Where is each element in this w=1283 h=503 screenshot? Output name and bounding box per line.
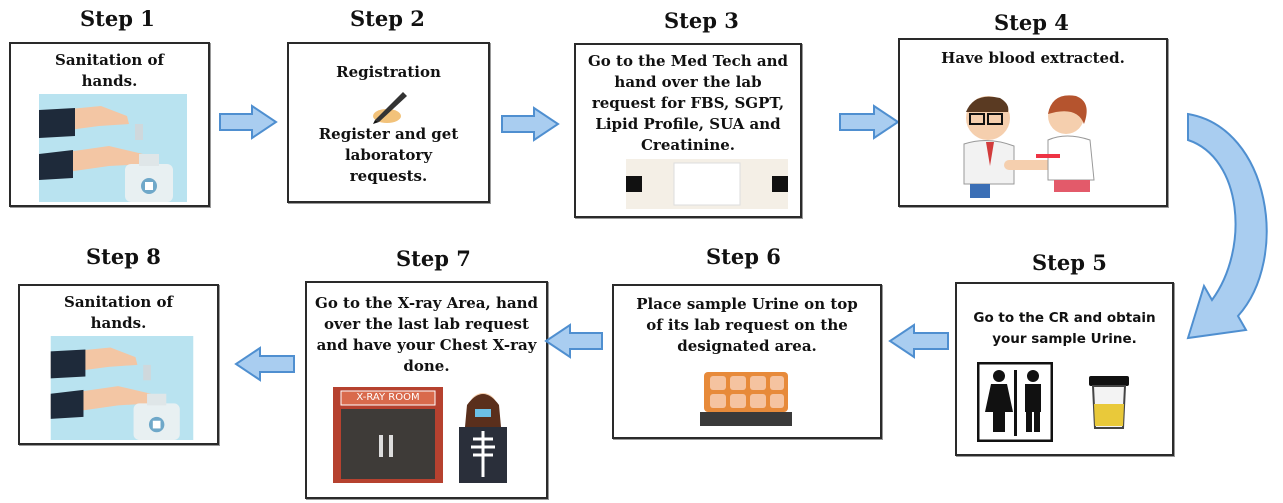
blood-extraction-icon: [944, 88, 1124, 200]
step-4-title: Step 4: [994, 10, 1069, 35]
xray-room-icon: [333, 387, 523, 491]
step-8-title: Step 8: [86, 244, 161, 269]
step-8-box: Sanitation of hands.: [18, 284, 219, 445]
xray-room-sign: X-RAY ROOM: [356, 392, 420, 403]
step-6-text: Place sample Urine on top of its lab req…: [636, 295, 858, 355]
step-3-title: Step 3: [664, 8, 739, 33]
step-6-title: Step 6: [706, 244, 781, 269]
step-2-heading: Registration: [336, 63, 441, 81]
urine-cup-icon: [1087, 376, 1131, 430]
lab-request-paper-icon: [626, 159, 788, 209]
hand-sanitizer-icon: [39, 94, 187, 202]
arrow-right-3: [838, 104, 900, 140]
restroom-sign-icon: [977, 362, 1053, 442]
arrow-right-2: [500, 106, 560, 142]
step-7-text: Go to the X-ray Area, hand over the last…: [315, 294, 538, 375]
step-4-text: Have blood extracted.: [941, 49, 1125, 67]
step-3-box: Go to the Med Tech and hand over the lab…: [574, 43, 802, 218]
step-3-text: Go to the Med Tech and hand over the lab…: [587, 52, 788, 154]
step-7-title: Step 7: [396, 246, 471, 271]
arrow-left-2: [544, 323, 604, 359]
step-2-title: Step 2: [350, 6, 425, 31]
step-1-text: Sanitation of hands.: [54, 51, 165, 90]
sample-tray-icon: [700, 366, 792, 430]
step-1-title: Step 1: [80, 6, 155, 31]
step-6-box: Place sample Urine on top of its lab req…: [612, 284, 882, 439]
step-2-text: Register and get laboratory requests.: [318, 125, 459, 185]
pen-writing-icon: [369, 90, 409, 126]
step-2-box: Registration Register and get laboratory…: [287, 42, 490, 203]
step-5-text: Go to the CR and obtain your sample Urin…: [973, 310, 1156, 347]
step-5-box: Go to the CR and obtain your sample Urin…: [955, 282, 1174, 456]
arrow-left-1: [888, 323, 950, 359]
step-5-title: Step 5: [1032, 250, 1107, 275]
step-4-box: Have blood extracted.: [898, 38, 1168, 207]
step-1-box: Sanitation of hands.: [9, 42, 210, 207]
arrow-right-1: [218, 104, 278, 140]
step-7-box: Go to the X-ray Area, hand over the last…: [305, 281, 548, 499]
hand-sanitizer-icon: [48, 336, 196, 440]
arrow-left-3: [234, 346, 296, 382]
curved-arrow-down: [1180, 108, 1280, 348]
step-8-text: Sanitation of hands.: [63, 293, 174, 332]
